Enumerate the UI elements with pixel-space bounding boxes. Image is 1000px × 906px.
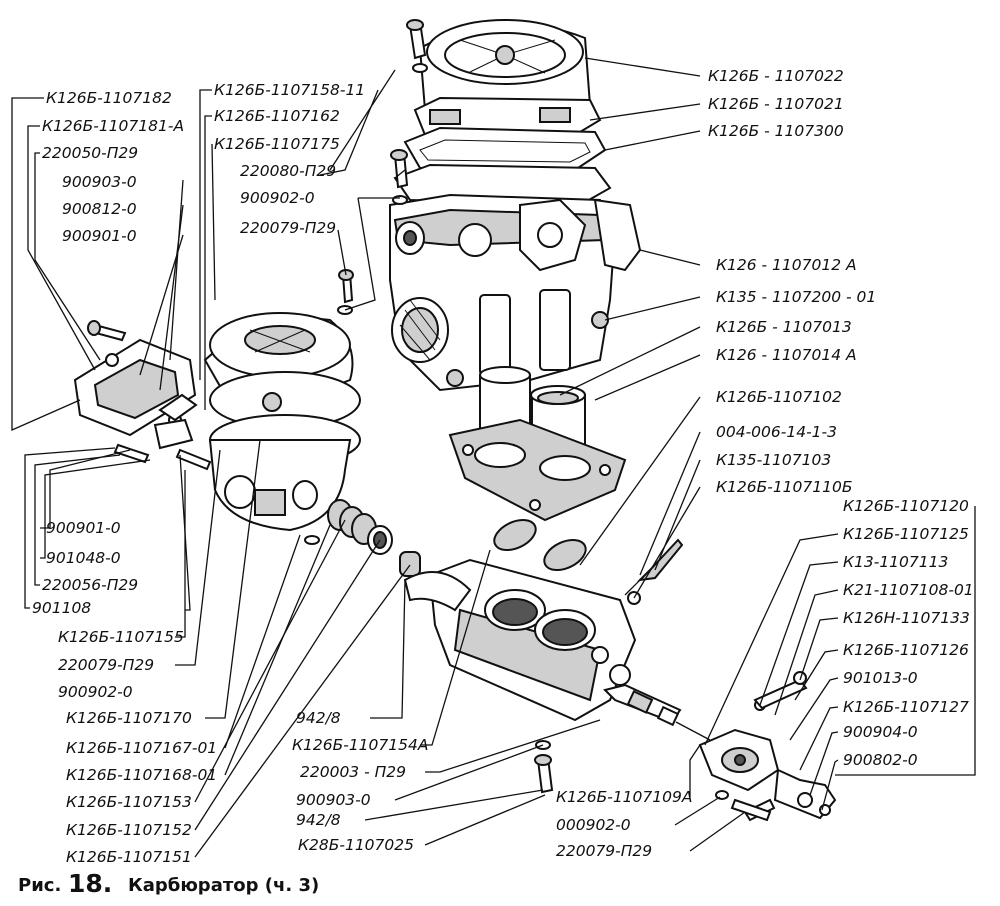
part-label: 901108 xyxy=(32,599,91,617)
part-label: 000902-0 xyxy=(556,816,631,834)
float-chamber-body xyxy=(389,193,642,392)
part-label: 900901-0 xyxy=(62,227,137,245)
idle-needle xyxy=(624,538,684,605)
part-label: К126Б-1107162 xyxy=(214,107,340,125)
part-label: 900802-0 xyxy=(843,751,918,769)
part-label: К126Б-1107154А xyxy=(292,736,428,754)
part-label: К126Б-1107181-А xyxy=(42,117,184,135)
part-label: К126Б-1107153 xyxy=(66,793,192,811)
part-label: К126Б - 1107021 xyxy=(708,95,844,113)
throttle-lever-assembly xyxy=(698,671,837,822)
figure-caption: Рис. 18. Карбюратор (ч. 3) xyxy=(18,869,319,898)
caption-title: Карбюратор (ч. 3) xyxy=(128,875,319,896)
air-intake-cover xyxy=(413,19,602,136)
part-label: К126Б - 1107013 xyxy=(716,318,852,336)
part-label: 220080-П29 xyxy=(240,162,336,180)
part-label: К126Б-1107168-01 xyxy=(66,766,217,784)
part-label: 901013-0 xyxy=(843,669,918,687)
part-label: 900902-0 xyxy=(240,189,315,207)
economizer-cover xyxy=(73,338,198,450)
part-label: 220050-П29 xyxy=(42,144,138,162)
part-label: К126Б - 1107022 xyxy=(708,67,844,85)
part-label: К126Б-1107158-11 xyxy=(214,81,365,99)
part-label: 004-006-14-1-3 xyxy=(716,423,837,441)
part-label: К126Б-1107120 xyxy=(843,497,969,515)
part-label: 900812-0 xyxy=(62,200,137,218)
part-label: К126Б-1107152 xyxy=(66,821,192,839)
caption-number: 18. xyxy=(68,869,112,898)
part-label: К126Б-1107109А xyxy=(556,788,692,806)
part-label: К126Б-1107127 xyxy=(843,698,969,716)
part-label: К126Б-1107155 xyxy=(58,628,184,646)
part-label: 900901-0 xyxy=(46,519,121,537)
part-label: К28Б-1107025 xyxy=(298,836,414,854)
part-label: К13-1107113 xyxy=(843,553,948,571)
cover-gaskets xyxy=(393,126,612,207)
flange-gasket xyxy=(448,418,627,522)
part-label: 942/8 xyxy=(296,811,341,829)
part-label: К126Б-1107110Б xyxy=(716,478,852,496)
part-label: 900902-0 xyxy=(58,683,133,701)
part-label: 220079-П29 xyxy=(556,842,652,860)
part-label: 220003 - П29 xyxy=(300,763,406,781)
caption-prefix: Рис. xyxy=(18,875,61,896)
part-label: К126 - 1107012 А xyxy=(716,256,857,274)
accelerator-pump xyxy=(203,312,361,532)
part-label: К126Б-1107126 xyxy=(843,641,969,659)
part-label: К126Н-1107133 xyxy=(843,609,970,627)
part-label: 220079-П29 xyxy=(240,219,336,237)
part-label: 901048-0 xyxy=(46,549,121,567)
part-label: 220079-П29 xyxy=(58,656,154,674)
throttle-shaft xyxy=(603,683,711,741)
part-label: К126Б-1107182 xyxy=(46,89,172,107)
part-number-labels: К126Б-1107182 К126Б-1107181-А 220050-П29… xyxy=(32,67,974,866)
part-label: К126Б-1107170 xyxy=(66,709,192,727)
part-label: 900903-0 xyxy=(296,791,371,809)
part-label: К126Б - 1107300 xyxy=(708,122,844,140)
part-label: К126Б-1107175 xyxy=(214,135,340,153)
part-label: К135 - 1107200 - 01 xyxy=(716,288,876,306)
part-label: К126Б-1107125 xyxy=(843,525,969,543)
part-label: К126Б-1107167-01 xyxy=(66,739,217,757)
part-label: К126Б-1107102 xyxy=(716,388,842,406)
part-label: 220056-П29 xyxy=(42,576,138,594)
pump-springs xyxy=(327,499,472,612)
part-label: К126 - 1107014 А xyxy=(716,346,857,364)
part-label: 900904-0 xyxy=(843,723,918,741)
leader-lines xyxy=(11,57,976,858)
exploded-view-drawing xyxy=(73,19,837,822)
part-label: К21-1107108-01 xyxy=(843,581,974,599)
part-label: 942/8 xyxy=(296,709,341,727)
part-label: К135-1107103 xyxy=(716,451,831,469)
throttle-body xyxy=(428,558,637,722)
part-label: К126Б-1107151 xyxy=(66,848,192,866)
part-label: 900903-0 xyxy=(62,173,137,191)
throttle-valves xyxy=(493,518,587,572)
